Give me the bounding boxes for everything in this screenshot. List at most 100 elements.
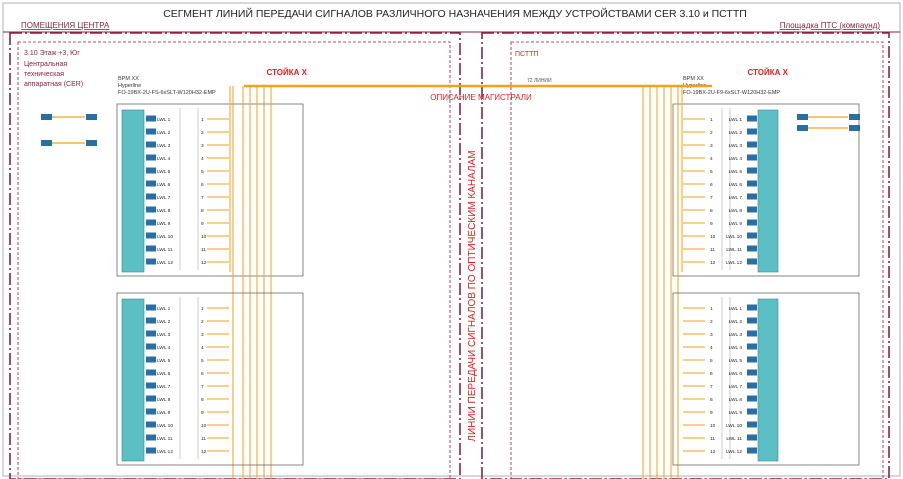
fiber-row: LWL 55 xyxy=(683,167,757,175)
port-number: 6 xyxy=(710,371,713,377)
port-jack xyxy=(747,193,757,200)
port-number: 4 xyxy=(710,345,713,351)
port-jack xyxy=(146,317,156,324)
port-jack xyxy=(747,408,757,415)
fiber-row: LWL 22 xyxy=(683,317,757,325)
diagram-title: СЕГМЕНТ ЛИНИЙ ПЕРЕДАЧИ СИГНАЛОВ РАЗЛИЧНО… xyxy=(163,7,747,20)
port-number: 7 xyxy=(201,384,204,390)
fiber-label: LWL 4 xyxy=(729,345,743,351)
right-side-connectors xyxy=(797,114,860,131)
port-number: 7 xyxy=(710,384,713,390)
port-jack xyxy=(146,128,156,135)
right-module-bottom xyxy=(757,298,779,462)
left-area-boundary xyxy=(9,32,461,479)
svg-text:BPM XX: BPM XX xyxy=(118,76,139,82)
port-number: 5 xyxy=(201,358,204,364)
port-jack xyxy=(747,421,757,428)
fiber-row: LWL 4 4 xyxy=(683,343,757,351)
fiber-label: LWL 1 xyxy=(157,117,171,123)
fiber-row: LWL 88 xyxy=(683,395,757,403)
fiber-row: LWL 7 7 xyxy=(683,382,757,390)
port-number: 6 xyxy=(201,182,204,188)
port-jack xyxy=(747,141,757,148)
port-number: 4 xyxy=(201,345,204,351)
fiber-label: LWL 11 xyxy=(157,436,173,442)
port-jack xyxy=(146,304,156,311)
port-jack xyxy=(747,317,757,324)
fiber-label: LWL 9 xyxy=(729,410,743,416)
fiber-label: LWL 2 xyxy=(729,130,743,136)
fiber-label: LWL 9 xyxy=(729,221,743,227)
fiber-label: LWL 3 xyxy=(729,143,743,149)
fiber-label: LWL 10 xyxy=(157,234,173,240)
svg-text:BPM XX: BPM XX xyxy=(683,76,704,82)
fiber-label: LWL 1 xyxy=(729,306,743,312)
fiber-label: LWL 12 xyxy=(157,449,173,455)
port-jack xyxy=(747,304,757,311)
left-side-connectors xyxy=(41,114,97,146)
port-jack xyxy=(146,369,156,376)
port-number: 4 xyxy=(201,156,204,162)
port-number: 5 xyxy=(710,169,713,175)
fiber-label: LWL 10 xyxy=(157,423,173,429)
fiber-label: LWL 3 xyxy=(157,143,171,149)
port-jack xyxy=(146,115,156,122)
port-jack xyxy=(747,382,757,389)
fiber-label: LWL 10 xyxy=(726,234,742,240)
port-jack xyxy=(146,245,156,252)
right-room-boundary xyxy=(510,41,884,479)
right-module-top xyxy=(757,109,779,273)
fiber-label: LWL 8 xyxy=(729,208,743,214)
port-number: 1 xyxy=(201,306,204,312)
fiber-label: LWL 12 xyxy=(726,449,742,455)
fiber-label: LWL 9 xyxy=(157,410,171,416)
port-number: 7 xyxy=(710,195,713,201)
port-jack xyxy=(747,356,757,363)
fiber-row: LWL 66 xyxy=(683,369,757,377)
port-number: 12 xyxy=(710,449,716,455)
fiber-label: LWL 7 xyxy=(729,384,743,390)
port-jack xyxy=(747,154,757,161)
port-jack xyxy=(146,258,156,265)
port-number: 12 xyxy=(201,449,207,455)
port-jack xyxy=(146,232,156,239)
trunk-count: 72 ЛИНИИ xyxy=(527,78,552,84)
port-jack xyxy=(747,219,757,226)
port-number: 10 xyxy=(201,423,207,429)
fiber-row: LWL 12 12 xyxy=(683,447,757,455)
fiber-row: LWL 88 xyxy=(683,206,757,214)
svg-text:FO-19BX-2U-F9-6xSLT-W120H32-EM: FO-19BX-2U-F9-6xSLT-W120H32-EMP xyxy=(683,90,780,96)
left-module-top xyxy=(121,109,145,273)
port-number: 5 xyxy=(710,358,713,364)
port-number: 10 xyxy=(710,423,716,429)
fiber-row: LWL 11 xyxy=(683,115,757,123)
port-number: 6 xyxy=(710,182,713,188)
port-number: 1 xyxy=(201,117,204,123)
port-jack xyxy=(146,167,156,174)
fiber-row: LWL 66 xyxy=(683,180,757,188)
port-number: 7 xyxy=(201,195,204,201)
port-jack xyxy=(747,447,757,454)
port-number: 2 xyxy=(201,130,204,136)
port-jack xyxy=(747,434,757,441)
fiber-row: LWL 99 xyxy=(683,408,757,416)
fiber-row: LWL 11 xyxy=(683,304,757,312)
port-jack xyxy=(747,343,757,350)
port-jack xyxy=(146,330,156,337)
svg-text:аппаратная (CER): аппаратная (CER) xyxy=(24,81,83,88)
port-jack xyxy=(747,245,757,252)
left-module-bottom xyxy=(121,298,145,462)
